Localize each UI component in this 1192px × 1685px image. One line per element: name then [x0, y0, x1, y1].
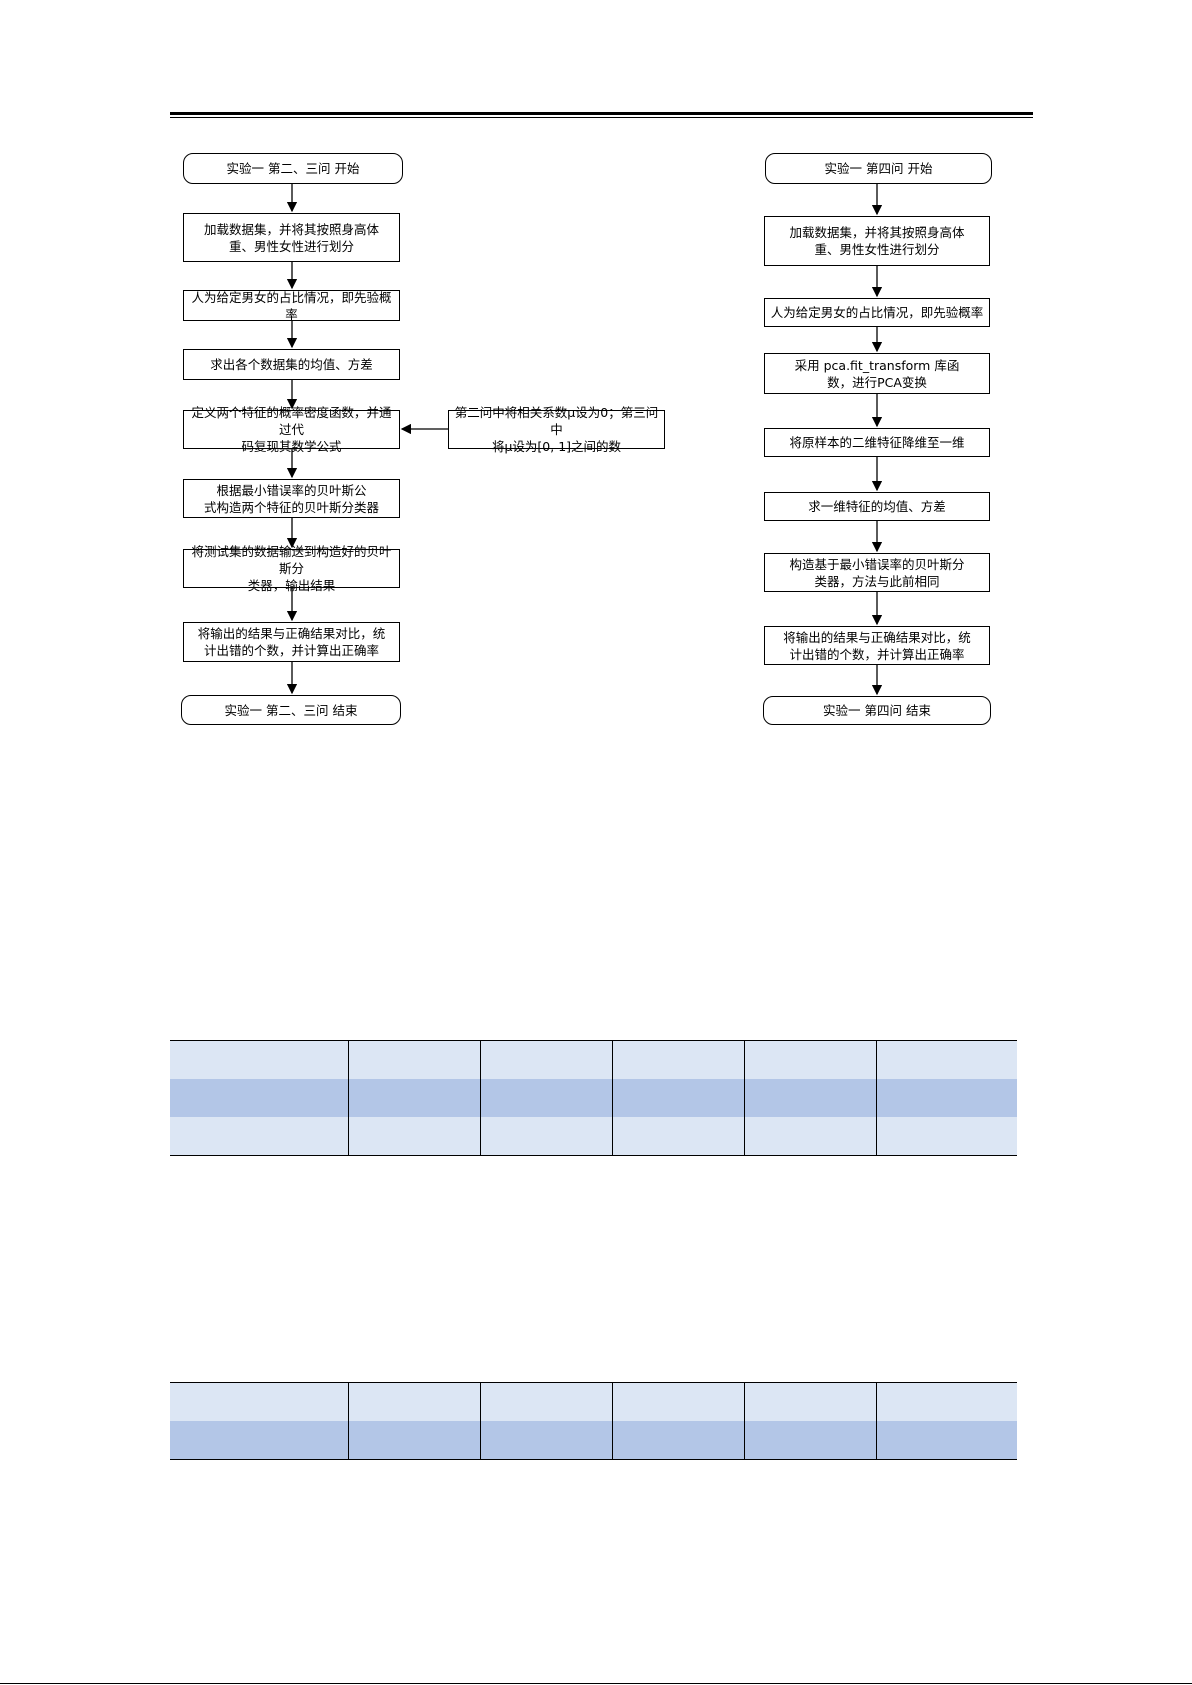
footer-rule	[0, 1683, 1192, 1684]
table-row	[170, 1382, 1017, 1421]
right-start-node: 实验一 第四问 开始	[765, 153, 992, 184]
left-load-node: 加载数据集，并将其按照身高体 重、男性女性进行划分	[183, 213, 400, 262]
right-pca-node: 采用 pca.fit_transform 库函 数，进行PCA变换	[764, 353, 990, 394]
side-note-node: 第二问中将相关系数μ设为0；第三问中 将μ设为[0, 1]之间的数	[448, 405, 665, 454]
table-cell	[480, 1040, 613, 1079]
table-row	[170, 1040, 1017, 1079]
table-cell	[480, 1382, 613, 1421]
table-cell	[612, 1117, 745, 1156]
table-cell	[348, 1079, 481, 1117]
table-cell	[612, 1079, 745, 1117]
table-row	[170, 1421, 1017, 1460]
table-cell	[744, 1079, 877, 1117]
table-cell	[170, 1421, 349, 1460]
right-mean-var-node: 求一维特征的均值、方差	[764, 492, 990, 521]
table-cell	[612, 1421, 745, 1460]
left-test-node: 将测试集的数据输送到构造好的贝叶斯分 类器，输出结果	[183, 544, 400, 593]
table-cell	[170, 1382, 349, 1421]
table-cell	[876, 1079, 1017, 1117]
table-cell	[480, 1421, 613, 1460]
table-cell	[170, 1040, 349, 1079]
table-cell	[348, 1382, 481, 1421]
table-cell	[170, 1117, 349, 1156]
right-prior-node: 人为给定男女的占比情况，即先验概率	[764, 298, 990, 327]
left-start-node: 实验一 第二、三问 开始	[183, 153, 403, 184]
right-load-node: 加载数据集，并将其按照身高体 重、男性女性进行划分	[764, 216, 990, 266]
table-row	[170, 1079, 1017, 1117]
table-cell	[480, 1079, 613, 1117]
left-compare-node: 将输出的结果与正确结果对比，统 计出错的个数，并计算出正确率	[183, 622, 400, 662]
right-reduce-node: 将原样本的二维特征降维至一维	[764, 428, 990, 457]
header-rule-thick	[170, 112, 1033, 115]
table-cell	[612, 1040, 745, 1079]
left-bayes-node: 根据最小错误率的贝叶斯公 式构造两个特征的贝叶斯分类器	[183, 479, 400, 518]
table-cell	[876, 1421, 1017, 1460]
left-end-node: 实验一 第二、三问 结束	[181, 695, 401, 725]
left-mean-var-node: 求出各个数据集的均值、方差	[183, 349, 400, 380]
table-cell	[612, 1382, 745, 1421]
right-compare-node: 将输出的结果与正确结果对比，统 计出错的个数，并计算出正确率	[764, 626, 990, 665]
table-cell	[744, 1117, 877, 1156]
table-cell	[480, 1117, 613, 1156]
table-cell	[170, 1079, 349, 1117]
results-table-2	[170, 1382, 1017, 1460]
table-cell	[744, 1421, 877, 1460]
table-cell	[348, 1040, 481, 1079]
table-cell	[876, 1040, 1017, 1079]
right-end-node: 实验一 第四问 结束	[763, 696, 991, 725]
flowchart-arrows	[286, 184, 883, 696]
table-cell	[876, 1382, 1017, 1421]
results-table-1	[170, 1040, 1017, 1156]
left-prior-node: 人为给定男女的占比情况，即先验概率	[183, 290, 400, 322]
table-cell	[744, 1040, 877, 1079]
table-cell	[348, 1421, 481, 1460]
right-bayes-node: 构造基于最小错误率的贝叶斯分 类器，方法与此前相同	[764, 553, 990, 592]
header-rule-thin	[170, 117, 1033, 118]
table-row	[170, 1117, 1017, 1156]
table-cell	[744, 1382, 877, 1421]
left-pdf-node: 定义两个特征的概率密度函数，并通过代 码复现其数学公式	[183, 405, 400, 454]
table-cell	[876, 1117, 1017, 1156]
table-cell	[348, 1117, 481, 1156]
